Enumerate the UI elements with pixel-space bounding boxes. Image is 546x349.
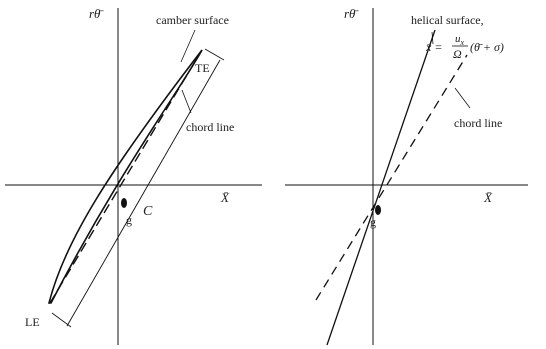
camber-leader — [180, 29, 196, 63]
dim-tick-te — [204, 48, 225, 61]
right-x-axis-label: X̄ — [483, 190, 493, 205]
left-airfoil-outline — [47, 49, 203, 304]
left-cg-marker — [121, 198, 127, 208]
equation-denominator: Ω — [453, 47, 462, 61]
right-panel: rθ̄ X̄ helical surface, x̄ = ux Ω (θ̄ + … — [285, 6, 528, 346]
left-x-axis-label: X̄ — [220, 190, 230, 205]
right-cg-marker — [375, 205, 381, 215]
le-label: LE — [25, 315, 40, 329]
c-label: C — [143, 204, 153, 219]
camber-surface-label: camber surface — [156, 13, 229, 27]
right-chord-leader — [454, 87, 471, 109]
left-chord-line — [49, 49, 203, 304]
chord-length-dimension — [66, 59, 221, 327]
equation-lhs: x̄ = — [425, 40, 442, 54]
right-chord-line-label: chord line — [454, 116, 502, 130]
right-chord-line — [315, 54, 468, 301]
equation-leader — [431, 31, 434, 45]
right-y-axis-label: rθ̄ — [344, 6, 359, 21]
helical-surface-line — [326, 29, 436, 346]
dim-tick-le — [51, 312, 72, 328]
left-y-axis-label: rθ̄ — [89, 6, 104, 21]
left-g-label: g — [126, 213, 132, 227]
left-chord-line-label: chord line — [186, 120, 234, 134]
chord-leader — [181, 89, 192, 114]
left-panel: rθ̄ X̄ camber surface chord line TE LE g… — [5, 6, 262, 345]
equation-rhs: (θ̄ + σ) — [470, 40, 504, 54]
right-g-label: g — [370, 215, 376, 229]
helical-equation: x̄ = ux Ω (θ̄ + σ) — [425, 33, 504, 61]
helical-surface-label: helical surface, — [411, 13, 484, 27]
equation-numerator: ux — [455, 33, 465, 47]
te-label: TE — [195, 61, 210, 75]
